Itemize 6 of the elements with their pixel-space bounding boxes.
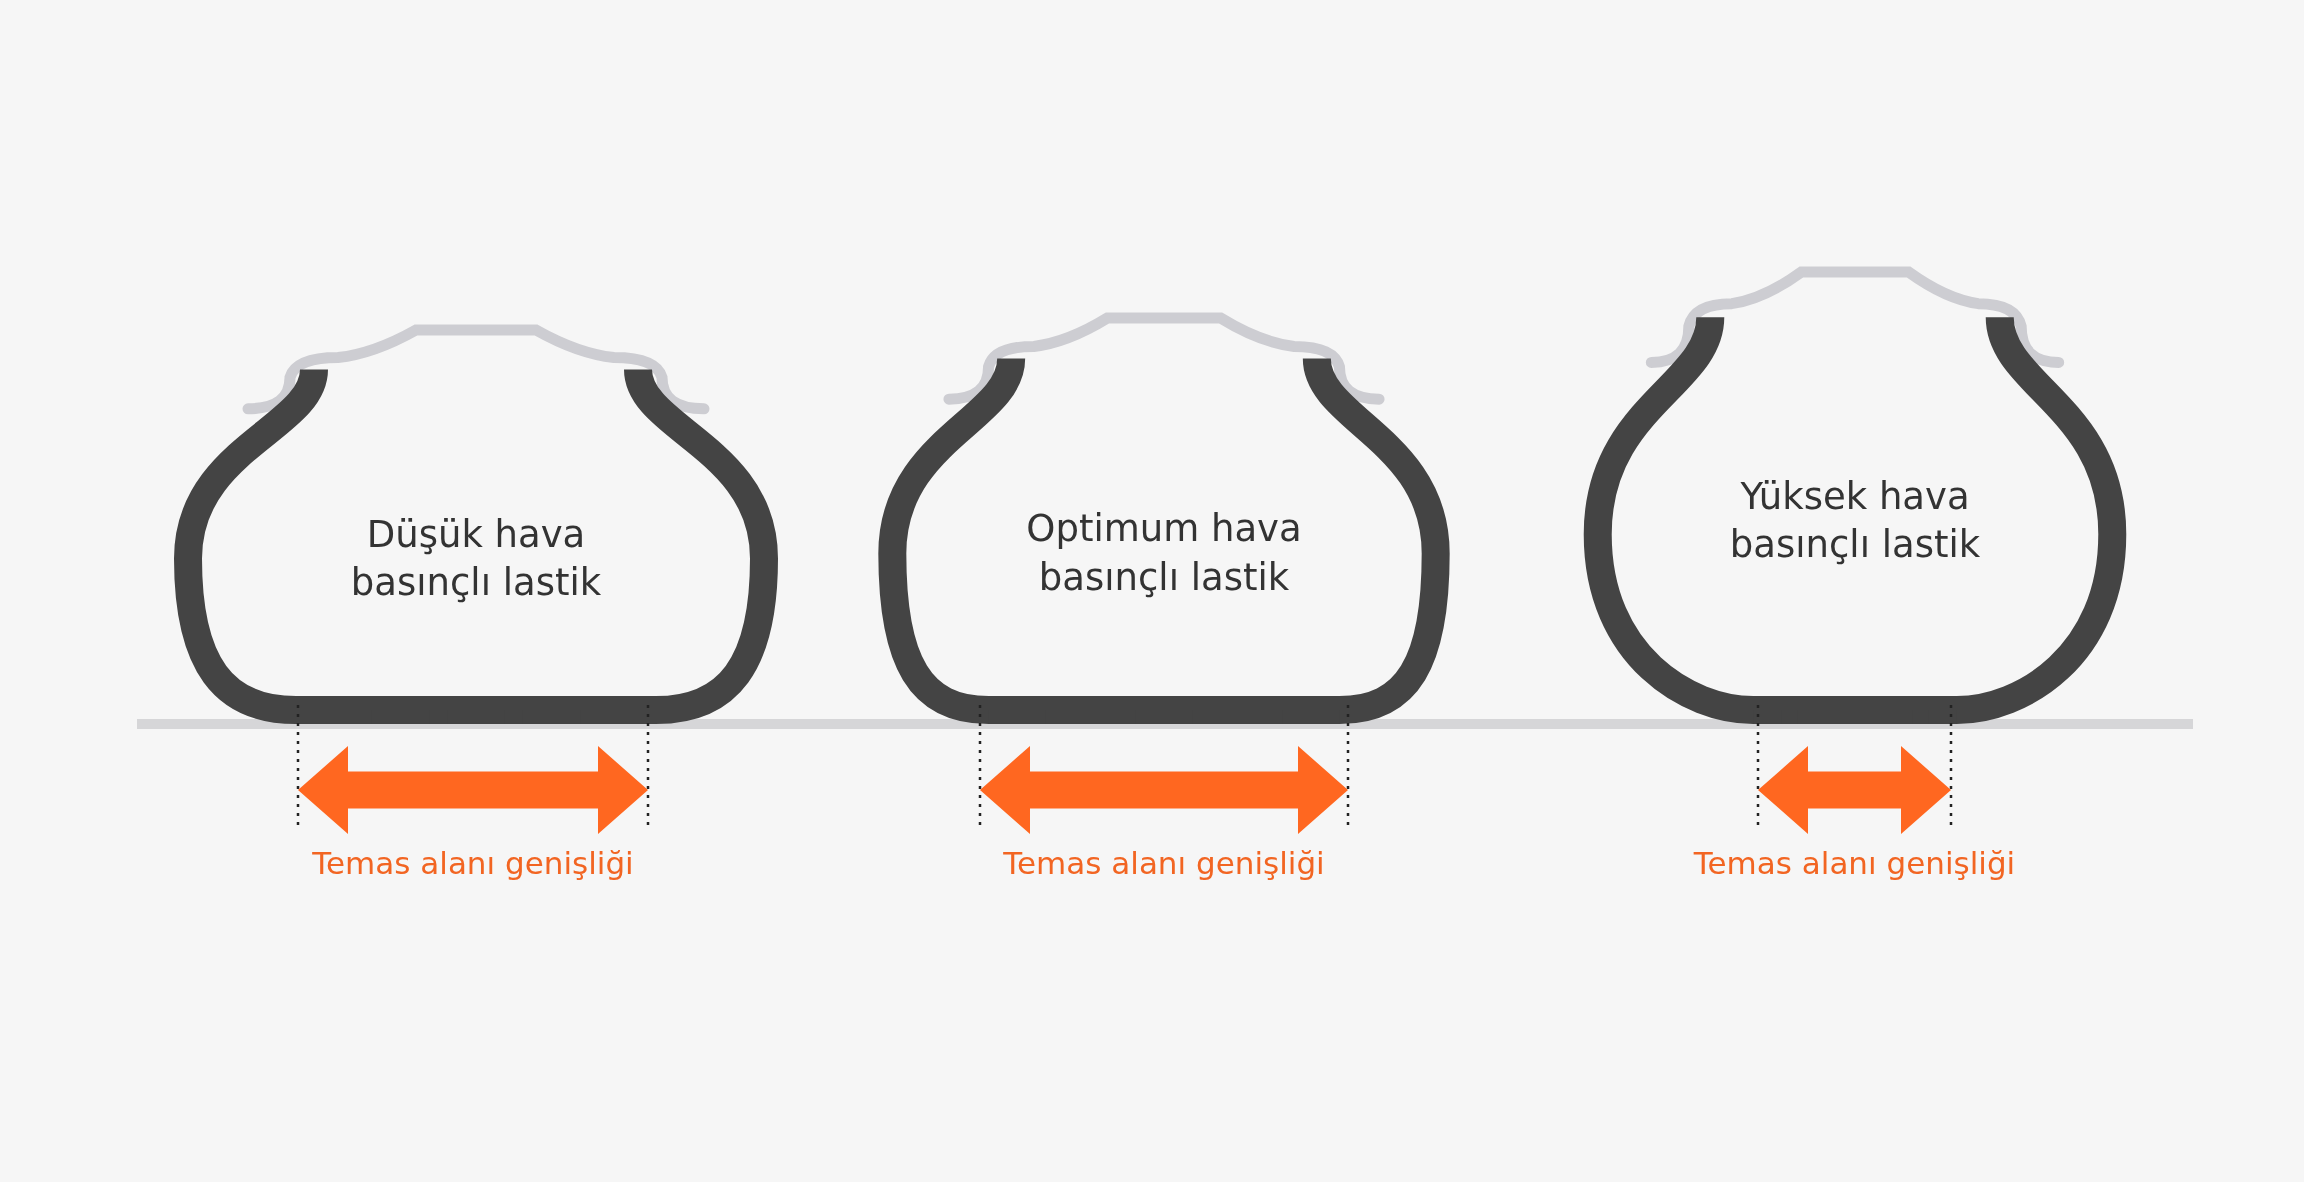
contact-width-label: Temas alanı genişliği bbox=[1693, 845, 2016, 881]
tire-label: Düşük hava basınçlı lastik bbox=[349, 511, 603, 606]
contact-width-label: Temas alanı genişliği bbox=[312, 845, 634, 881]
tire-label: Optimum hava basınçlı lastik bbox=[1025, 506, 1303, 601]
contact-width-label: Temas alanı genişliği bbox=[1003, 845, 1325, 881]
tire-label: Yüksek hava basınçlı lastik bbox=[1728, 473, 1982, 568]
